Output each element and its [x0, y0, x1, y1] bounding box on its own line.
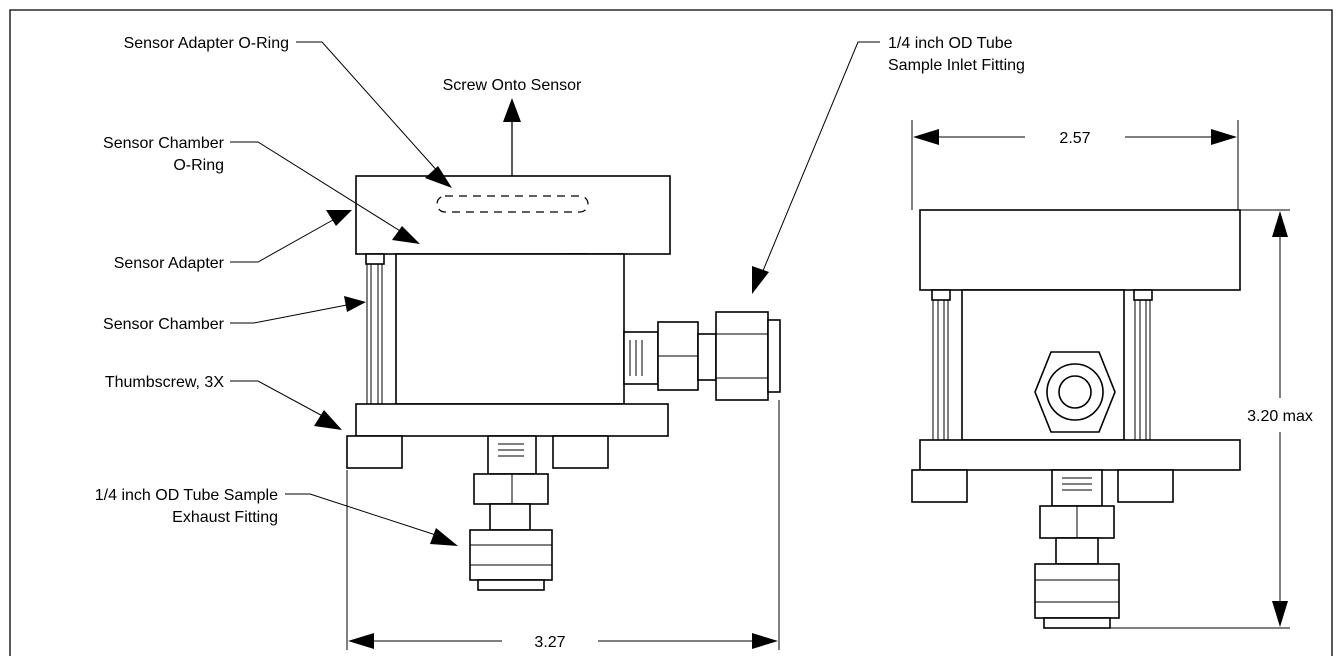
inlet-fitting — [623, 311, 781, 401]
callout-text: Sensor Adapter O-Ring Screw Onto Sensor … — [95, 35, 1313, 651]
label-sensor-adapter: Sensor Adapter — [114, 255, 225, 272]
dimension-lines — [346, 120, 1290, 650]
dim-side-width: 2.57 — [1059, 130, 1090, 147]
bottom-plate — [355, 403, 669, 437]
exhaust-fitting — [469, 435, 553, 591]
front-view — [346, 98, 781, 591]
label-thumbscrew: Thumbscrew, 3X — [105, 374, 224, 391]
label-exhaust-2: Exhaust Fitting — [172, 509, 278, 526]
label-adapter-oring: Sensor Adapter O-Ring — [124, 35, 289, 52]
dim-height: 3.20 max — [1247, 408, 1313, 425]
label-inlet-2: Sample Inlet Fitting — [888, 57, 1025, 74]
side-adapter-block — [919, 209, 1241, 291]
drawing-frame — [9, 9, 1333, 656]
label-chamber-oring-1: Sensor Chamber — [103, 135, 225, 152]
dim-overall-width: 3.27 — [534, 634, 565, 651]
side-view — [911, 209, 1241, 629]
label-chamber-oring-2: O-Ring — [173, 157, 224, 174]
label-exhaust-1: 1/4 inch OD Tube Sample — [95, 487, 278, 504]
sensor-chamber-body — [395, 253, 625, 405]
label-screw-onto-sensor: Screw Onto Sensor — [443, 77, 582, 94]
sensor-adapter-block — [355, 175, 671, 255]
label-sensor-chamber: Sensor Chamber — [103, 316, 225, 333]
adapter-o-ring — [436, 195, 589, 213]
label-inlet-1: 1/4 inch OD Tube — [888, 35, 1013, 52]
leader-lines — [230, 41, 880, 546]
